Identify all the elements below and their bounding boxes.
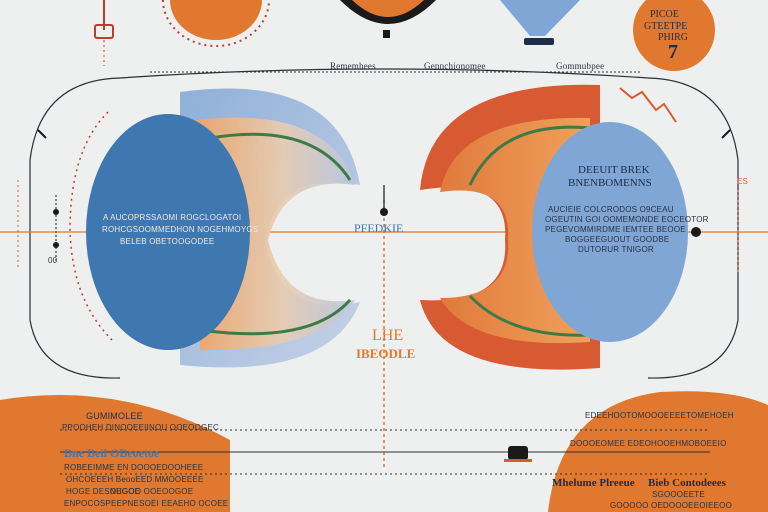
left-blue-disc — [86, 114, 250, 350]
right-margin-label-a: ES — [737, 177, 749, 186]
bottom-right-title-a: Mhelume Plreeue — [552, 477, 635, 489]
top-center-eye-shape — [340, 0, 436, 38]
bottom-left-line4: HOGE DESOEGOE — [66, 487, 141, 496]
bottom-left-orange-shape — [0, 395, 230, 512]
badge-line2: GTEETPE — [644, 21, 688, 32]
bottom-center-pin — [504, 446, 532, 462]
bottom-left-title: Bne Beil OBeoetoe — [64, 446, 160, 460]
right-blue-disc — [532, 122, 688, 342]
right-disc-line4: BOGGEEGUOUT GOODBE — [565, 235, 670, 244]
badge-number: 7 — [668, 41, 678, 63]
right-crescent-group — [420, 84, 688, 370]
top-left-orange-disc — [162, 0, 270, 47]
frame-left-arc — [29, 77, 121, 379]
left-disc-line3: BELEB OBETOOGODEE — [120, 237, 215, 246]
right-disc-line2: OGEUTIN GOI OOMEMONDE EOCEOTOR — [545, 215, 709, 224]
bottom-left-line6: ENPOCOSPEEPNESOEI EEAEHO OCOEE — [64, 499, 229, 508]
top-label-left: Rememhees — [330, 61, 376, 71]
center-pin — [380, 185, 388, 216]
center-top-label: PFEDKIE — [354, 221, 404, 235]
bottom-left-heading: GUMIMOLEE — [86, 411, 143, 421]
bottom-left-line2: ROBEEIMME EN DOOOEDOOHEEE — [64, 463, 204, 472]
left-margin-label-b: 00 — [48, 256, 58, 265]
bottom-right-title-b: Bieb Contodeees — [648, 477, 726, 489]
top-lamp-shape — [500, 0, 580, 45]
top-left-pin — [94, 0, 114, 66]
bottom-dotted-rules — [60, 429, 710, 475]
left-dotted-arc — [69, 111, 113, 341]
bottom-right-line4: GOOOOO OEDOOOEEOIEEOO — [610, 501, 732, 510]
left-disc-line1: A AUCOPRSSAOMI ROGCLOGATOI — [103, 213, 242, 222]
center-lower-label1: LHE — [372, 327, 404, 344]
badge-line3: PHIRG — [658, 32, 689, 43]
bottom-right-line2: DOOOEOMEE EDEOHOOEHMOBOEEIO — [570, 439, 727, 448]
frame-ticks — [37, 129, 731, 139]
right-disc-heading2: BNENBOMENNS — [568, 177, 652, 189]
right-zigzag — [619, 87, 677, 123]
bottom-right-line1: EDEEHOOTOMOOOEEEETOMEHOEH — [585, 411, 734, 420]
bottom-right-line3: SGOOOEETE — [652, 490, 705, 499]
right-disc-heading1: DEEUIT BREK — [578, 164, 650, 176]
center-lower-label2: IBEODLE — [356, 346, 416, 361]
top-right-badge — [633, 0, 715, 71]
top-label-right: Gommubpee — [556, 61, 605, 71]
left-margin-markers — [17, 180, 59, 270]
top-label-center: Gennchionomee — [424, 61, 486, 71]
right-disc-line3: PEGEVOMMIRDME IEMTEE BEOOE — [545, 225, 686, 234]
bottom-left-line1: PPOOHEH DINOOEEIINOU OOEOOGEC — [62, 423, 219, 432]
frame-right-arc — [647, 77, 739, 379]
right-disc-line1: AUCIEIE COLCRODOS O9CEAU — [548, 205, 674, 214]
frame-top-line — [119, 68, 649, 79]
bottom-left-line3: OHCOEEEH BeooEED MMOOEEEE — [66, 475, 204, 484]
left-crescent-group — [86, 88, 360, 368]
right-margin-markers — [691, 190, 739, 275]
badge-line1: PICOE — [650, 9, 679, 20]
right-disc-line5: DUTORUR TNIGOR — [578, 245, 654, 254]
bottom-left-line5: NUGOO OOEOOGOE — [110, 487, 194, 496]
left-disc-line2: ROHCGSOOMMEDHON NOGEHMOYGS — [102, 225, 259, 234]
